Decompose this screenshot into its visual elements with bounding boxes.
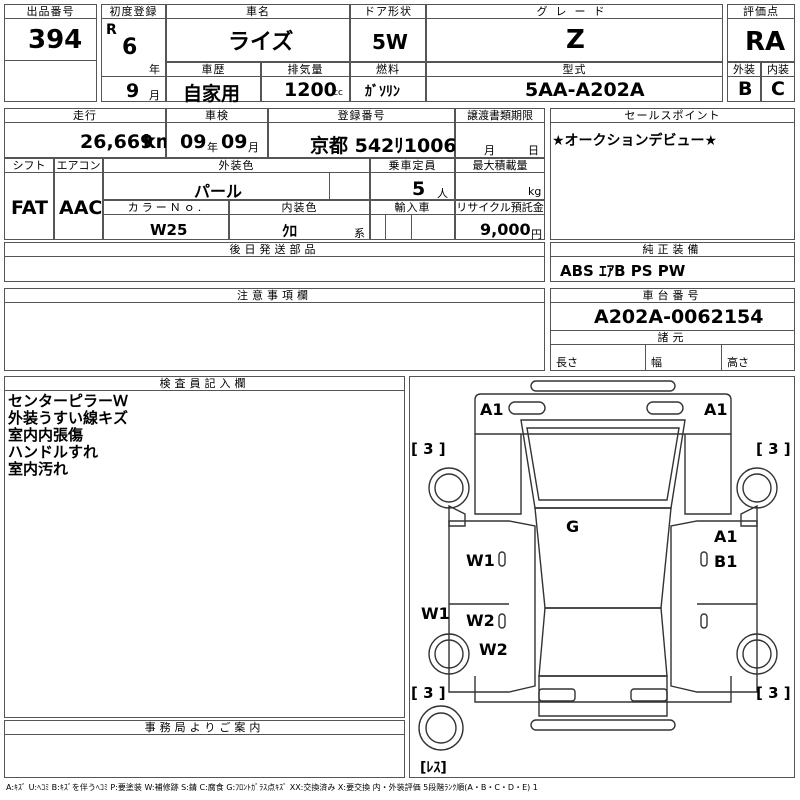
max-load-label: 最大積載量 [455, 158, 545, 173]
first-reg-era: R [106, 22, 117, 38]
inspection-year: 09 [180, 131, 207, 153]
inspector-note: 外装うすい線キズ [8, 409, 129, 427]
inspection-month: 09 [221, 131, 248, 153]
max-load-unit: kg [528, 185, 542, 198]
first-reg-label: 初度登録 [101, 4, 166, 19]
displacement-value: 1200 [284, 79, 337, 101]
damage-mark-b1-right: B1 [714, 552, 738, 571]
damage-mark-w1-side: W1 [421, 604, 450, 623]
specs-length: 長さ [556, 356, 578, 369]
interior-color-label: 内装色 [229, 200, 370, 215]
aircon-value: AAC [59, 197, 103, 219]
inspector-note: ハンドルすれ [8, 443, 99, 461]
model-label: 型式 [426, 62, 723, 77]
inspection-year-unit: 年 [207, 141, 218, 154]
inspector-label: 検査員記入欄 [4, 376, 405, 391]
first-reg-year-unit: 年 [149, 63, 160, 76]
transfer-month-unit: 月 [484, 144, 495, 157]
damage-mark-a1-front-left: A1 [480, 400, 504, 419]
office-label: 事務局よりご案内 [4, 720, 405, 735]
inspector-note: 室内内張傷 [8, 426, 84, 444]
fuel-label: 燃料 [350, 62, 426, 77]
equipment-label: 純正装備 [550, 242, 795, 257]
first-reg-month: 9 [126, 80, 140, 102]
capacity-unit: 人 [437, 187, 448, 200]
color-no-label: カラーＮｏ. [103, 200, 229, 215]
recycle-unit: 円 [531, 228, 542, 241]
lot-box [4, 4, 97, 102]
exterior-color-value: パール [194, 182, 243, 201]
capacity-value: 5 [412, 178, 426, 200]
damage-mark-g: G [566, 517, 580, 536]
damage-mark-w2-a: W2 [466, 611, 495, 630]
registration-value: 京都 542ﾘ1006 [310, 135, 457, 157]
inspector-notes: センターピラーＷ 外装うすい線キズ 室内内張傷 ハンドルすれ 室内汚れ [8, 393, 128, 478]
car-name: ライズ [228, 30, 294, 55]
legend: A:ｷｽﾞ U:ﾍｺﾐ B:ｷｽﾞを伴うﾍｺﾐ P:要塗装 W:補修跡 S:錆 … [6, 783, 538, 792]
displacement-unit: cc [333, 88, 343, 98]
exterior-score-label: 外装 [727, 62, 761, 77]
first-reg-month-unit: 月 [149, 89, 160, 102]
import-label: 輸入車 [370, 200, 455, 215]
sales-point-value: ★オークションデビュー★ [552, 133, 718, 149]
tire-rear-left: [ 3 ] [411, 684, 446, 702]
specs-width: 幅 [651, 356, 662, 369]
tire-front-left: [ 3 ] [411, 440, 446, 458]
interior-color-value: ｸﾛ [282, 222, 298, 240]
score-value: RA [745, 27, 786, 57]
transfer-label: 譲渡書類期限 [455, 108, 545, 123]
score-label: 評価点 [727, 4, 795, 19]
sales-point-label: セールスポイント [550, 108, 795, 123]
chassis-value: A202A-0062154 [594, 306, 764, 328]
car-diagram [418, 380, 778, 751]
first-reg-year: 6 [122, 35, 138, 60]
damage-mark-a1-right: A1 [714, 527, 738, 546]
damage-mark-w1-left: W1 [466, 551, 495, 570]
history-label: 車歴 [166, 62, 261, 77]
recycle-label: リサイクル預託金 [455, 200, 545, 215]
interior-score-label: 内装 [761, 62, 795, 77]
door-label: ドア形状 [350, 4, 426, 19]
interior-score-value: C [771, 78, 785, 100]
capacity-label: 乗車定員 [370, 158, 455, 173]
caution-label: 注意事項欄 [4, 288, 545, 303]
mileage-value: 26,669 [80, 131, 154, 153]
specs-height: 高さ [727, 356, 749, 369]
inspector-note: 室内汚れ [8, 460, 69, 478]
tire-rear-right: [ 3 ] [756, 684, 791, 702]
tire-spare: [ﾚｽ] [420, 760, 447, 776]
registration-label: 登録番号 [268, 108, 455, 123]
inspection-label: 車検 [166, 108, 268, 123]
model-value: 5AA-A202A [525, 79, 645, 101]
tire-front-right: [ 3 ] [756, 440, 791, 458]
recycle-value: 9,000 [480, 220, 531, 239]
transfer-day-unit: 日 [528, 144, 539, 157]
lot-label: 出品番号 [4, 4, 97, 19]
aircon-label: エアコン [54, 158, 103, 173]
equipment-value: ABS ｴｱB PS PW [560, 262, 686, 280]
damage-mark-a1-front-right: A1 [704, 400, 728, 419]
inspector-note: センターピラーＷ [8, 392, 129, 410]
displacement-label: 排気量 [261, 62, 350, 77]
interior-color-unit: 系 [354, 227, 365, 240]
first-reg-box [101, 4, 166, 102]
door-value: 5W [372, 30, 408, 54]
specs-label: 諸元 [550, 330, 795, 345]
grade-value: Z [566, 25, 585, 55]
exterior-score-value: B [738, 78, 753, 100]
shift-value: FAT [11, 197, 48, 219]
shift-label: シフト [4, 158, 54, 173]
exterior-color-label: 外装色 [103, 158, 370, 173]
grade-label: グレード [426, 4, 723, 19]
color-no-value: W25 [150, 221, 188, 239]
car-name-label: 車名 [166, 4, 350, 19]
lot-number: 394 [28, 25, 83, 55]
fuel-value: ｶﾞｿﾘﾝ [365, 84, 400, 100]
later-parts-label: 後日発送部品 [4, 242, 545, 257]
mileage-label: 走行 [4, 108, 166, 123]
damage-mark-w2-b: W2 [479, 640, 508, 659]
history-value: 自家用 [183, 83, 241, 105]
chassis-label: 車台番号 [550, 288, 795, 303]
inspection-month-unit: 月 [248, 141, 259, 154]
